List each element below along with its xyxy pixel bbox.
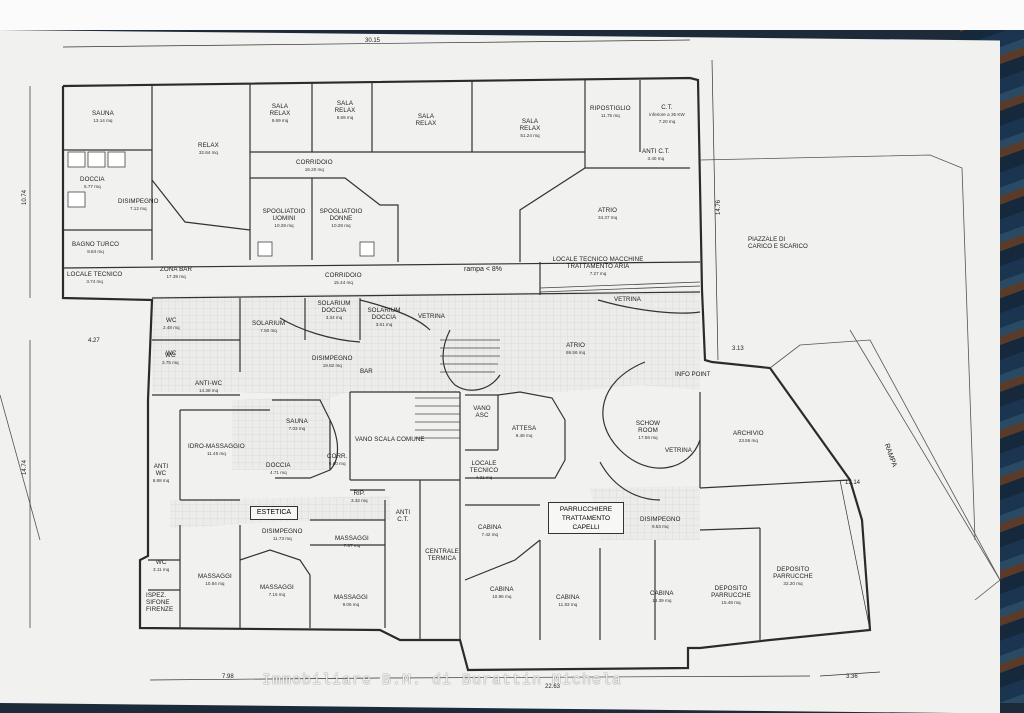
- vetrina-label-3: VETRINA: [665, 447, 692, 454]
- external-lines: [0, 154, 1001, 601]
- bay-windows: [539, 281, 701, 293]
- top-margin: [0, 0, 1024, 30]
- room-anti-ct: ANTI C.T.3.40 mq: [642, 148, 670, 161]
- room-vano-scala: VANO SCALA COMUNE: [355, 436, 425, 443]
- dim-right-step: 3.13: [732, 346, 744, 352]
- piazzale-label: PIAZZALE DI CARICO E SCARICO: [748, 236, 808, 250]
- outer-walls: [61, 76, 872, 672]
- room-sala-relax-3: SALA RELAX: [415, 113, 437, 127]
- room-corr: CORR.6.60 mq: [327, 453, 348, 466]
- dim-right-upper: 14.76: [716, 199, 722, 215]
- stair: [415, 339, 500, 439]
- room-locale-tecnico-macchine: LOCALE TECNICO MACCHINE TRATTAMENTO ARIA…: [552, 256, 644, 276]
- room-rip: RIP.3.32 mq: [351, 490, 368, 503]
- rampa-internal-label: rampa < 8%: [464, 266, 502, 273]
- interior-walls: [62, 80, 851, 640]
- dim-left-step: 4.27: [88, 338, 100, 344]
- wc-mark-label: WC: [166, 350, 177, 357]
- dim-bottom-mid: 22.63: [545, 684, 561, 690]
- vetrina-label-2: VETRINA: [614, 296, 641, 303]
- vetrina-label-1: VETRINA: [418, 313, 445, 320]
- shower-trays: [67, 151, 375, 257]
- room-ispez: ISPEZ. SIFONE FIRENZE: [146, 592, 174, 613]
- bar-label: BAR: [360, 368, 373, 375]
- dimension-lines: [29, 39, 881, 681]
- info-point-label: INFO POINT: [675, 371, 711, 378]
- parrucchiere-label: PARRUCCHIERE TRATTAMENTO CAPELLI: [548, 502, 624, 534]
- dim-bottom-right: 3.36: [846, 674, 858, 680]
- room-ct: C.T.inferiore a 35 KW 7.20 mq: [649, 104, 685, 124]
- tiled-floor: [152, 290, 700, 540]
- room-anti-ct-2: ANTI C.T.: [395, 509, 411, 523]
- dim-left-lower: 14.74: [22, 459, 28, 475]
- dim-right-lower: 13.14: [845, 480, 861, 486]
- dim-bottom-left: 7.98: [222, 674, 234, 680]
- estetica-label: ESTETICA: [250, 506, 298, 520]
- curved-walls: [279, 299, 701, 501]
- watermark: Immobiliare B.M. di Burattin Michela: [262, 672, 623, 689]
- dim-top: 30.15: [365, 38, 381, 44]
- room-vano-asc: VANO ASC: [473, 405, 491, 419]
- room-centrale-termica: CENTRALE TERMICA: [425, 548, 459, 562]
- dim-left-upper: 10.74: [22, 189, 28, 205]
